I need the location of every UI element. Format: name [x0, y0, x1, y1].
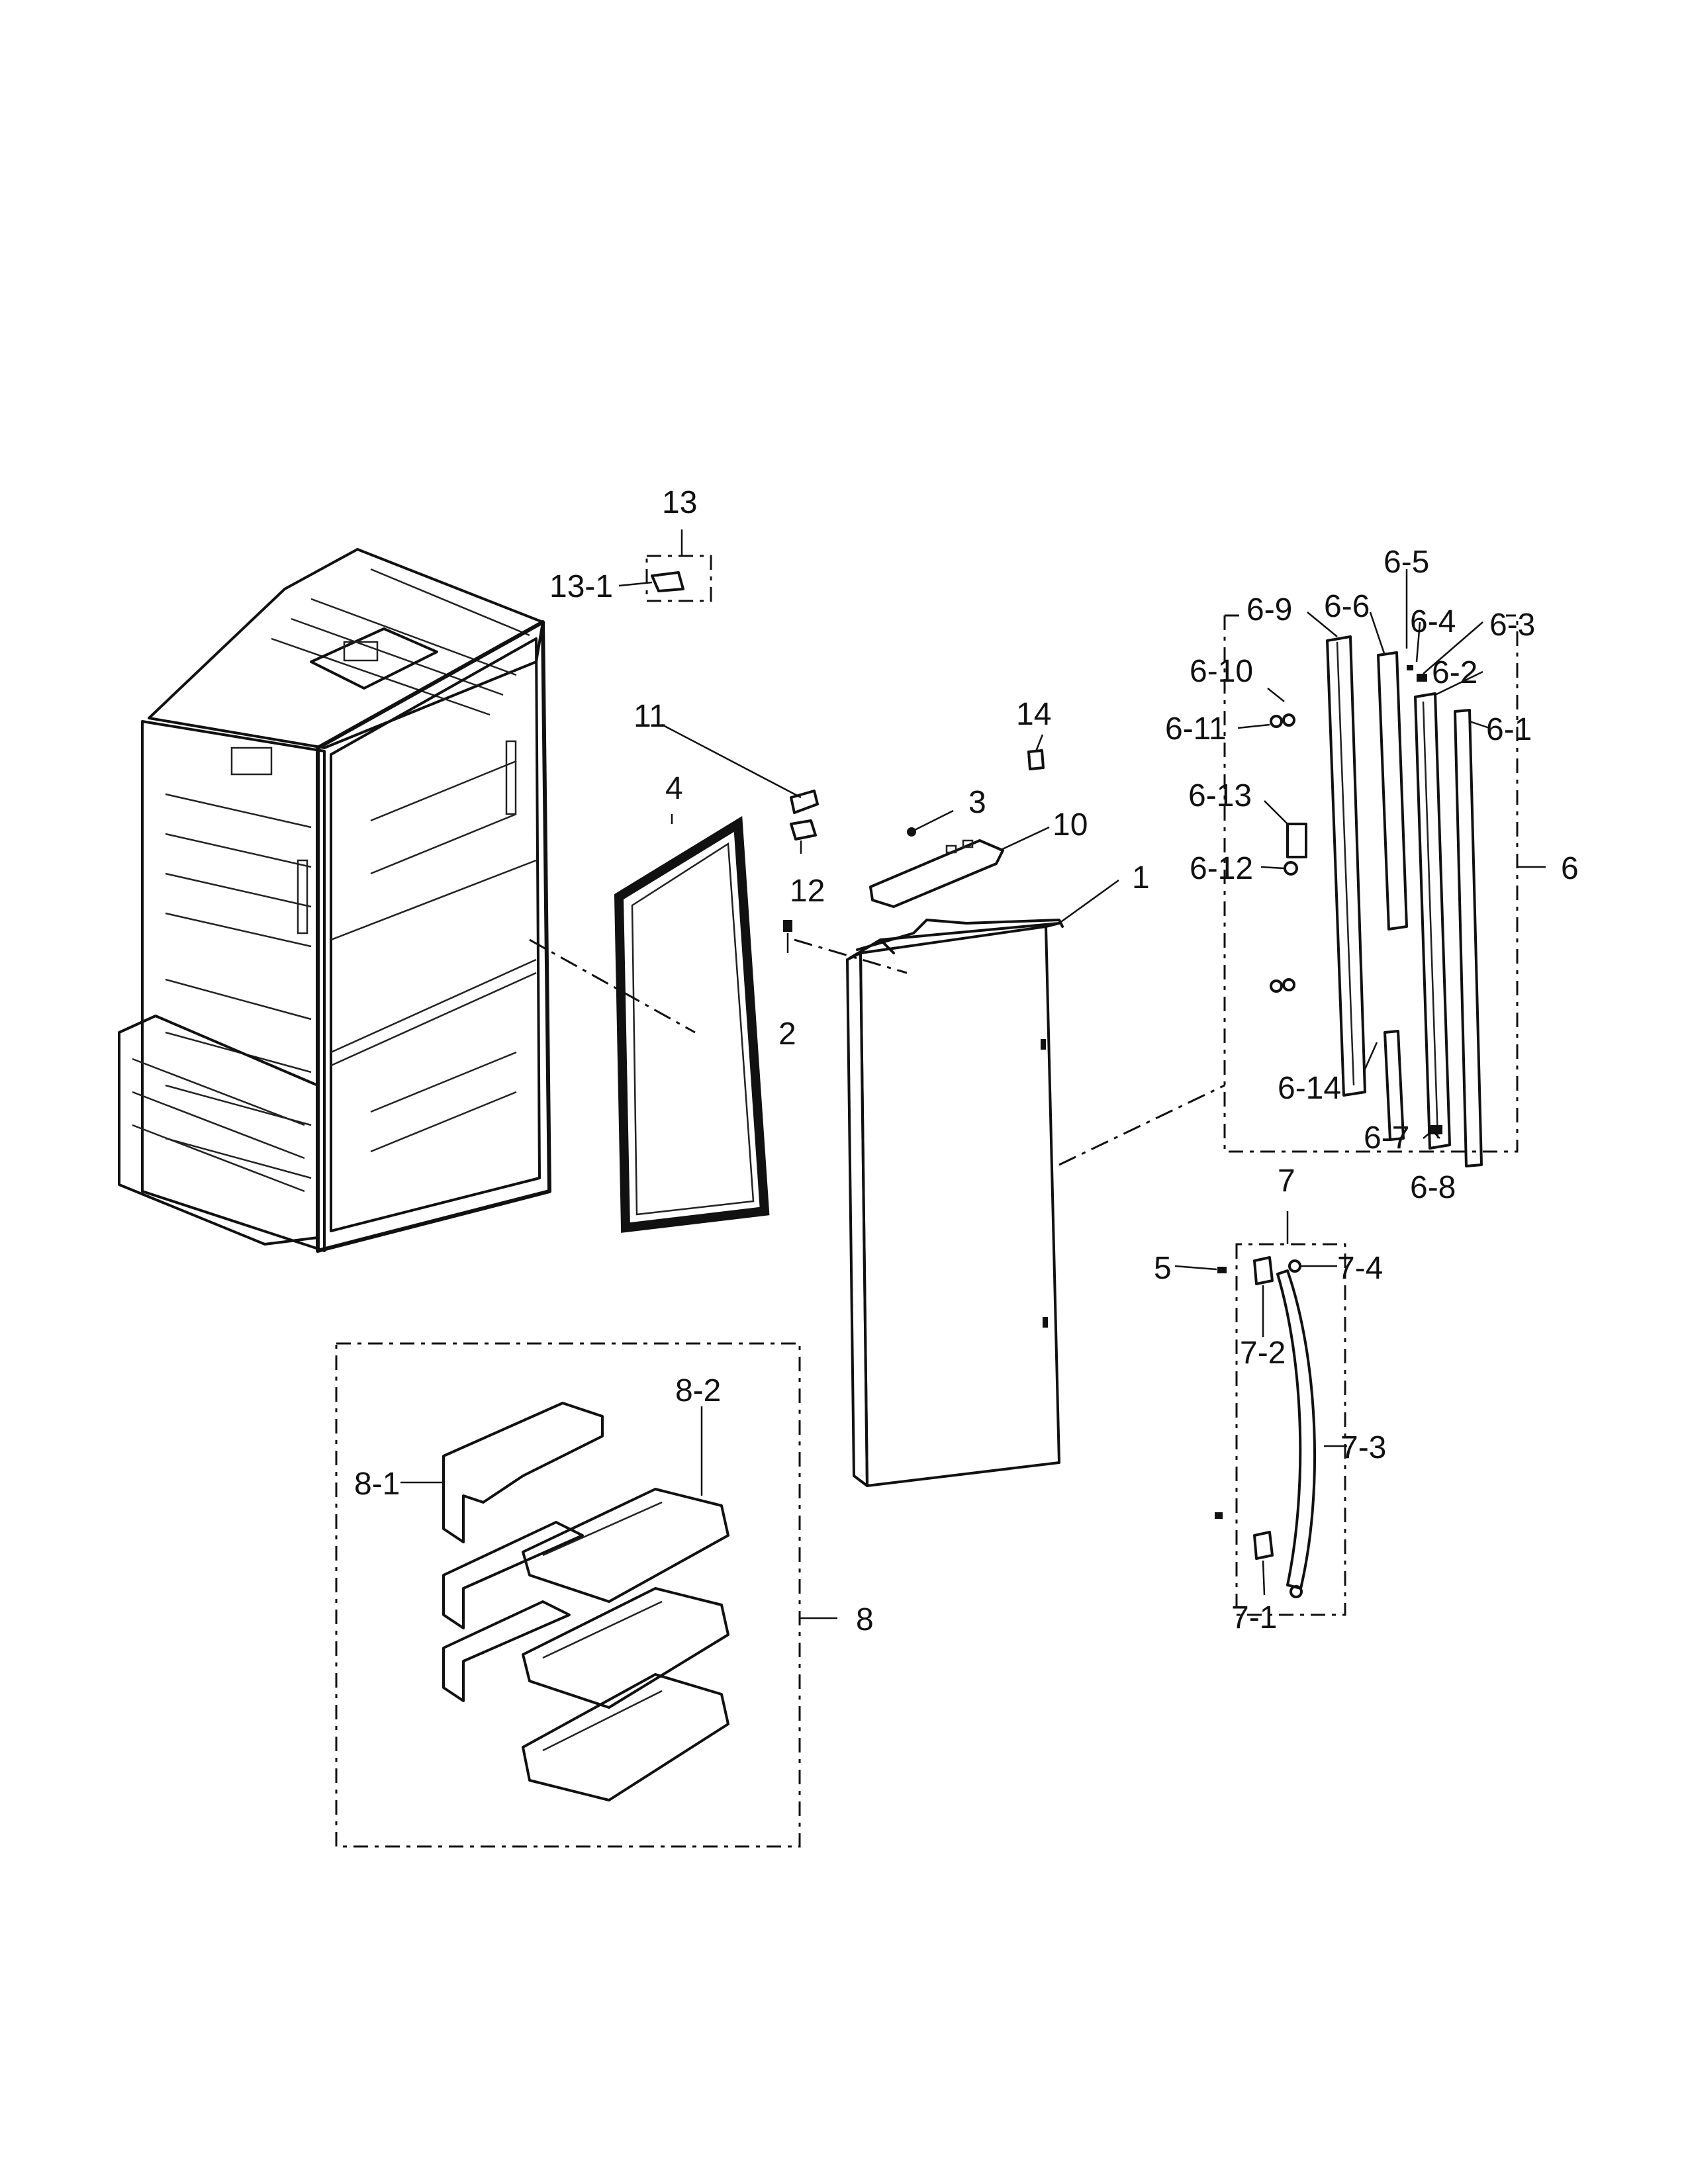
callout-6-7: 6-7	[1364, 1120, 1409, 1156]
door-bin-set	[335, 1342, 801, 1848]
explosion-lines	[529, 574, 1225, 1166]
group-box-13	[645, 555, 712, 602]
callout-7-2: 7-2	[1240, 1336, 1286, 1371]
callout-6-5: 6-5	[1383, 545, 1429, 580]
callout-6-2: 6-2	[1432, 655, 1477, 690]
callout-7-3: 7-3	[1340, 1430, 1386, 1465]
callout-11: 11	[633, 699, 667, 734]
callout-6-12-label: 6-12	[1190, 851, 1253, 886]
refrigerator-cabinet	[118, 548, 551, 1253]
callout-12: 12	[790, 874, 825, 909]
callout-2: 2	[778, 1017, 796, 1052]
callout-13: 13	[662, 485, 697, 520]
callout-labels: 1 2 3 4 5 6 6-1 6-2 6-3 6-4 6-5 6-6 6-7 …	[354, 485, 1579, 1637]
callout-8-2: 8-2	[675, 1373, 721, 1408]
hinge-cover	[869, 839, 1004, 908]
part-2-shape	[783, 920, 792, 932]
callout-6-3: 6-3	[1489, 608, 1535, 643]
callout-3: 3	[968, 785, 986, 820]
callout-6-6: 6-6	[1324, 589, 1370, 624]
part-3-shape	[907, 827, 916, 837]
part-14-shape	[1027, 749, 1045, 770]
refrigerator-door	[846, 919, 1064, 1487]
callout-6-13: 6-13	[1188, 778, 1252, 813]
callout-7-1: 7-1	[1231, 1600, 1277, 1635]
callout-5: 5	[1154, 1251, 1172, 1286]
callout-7-4: 7-4	[1337, 1251, 1383, 1286]
door-trim-assembly	[1223, 614, 1519, 1167]
door-handle-assembly	[1215, 1243, 1346, 1616]
part-13-1-shape	[651, 571, 684, 592]
part-11-shape	[790, 790, 819, 814]
callout-6-9: 6-9	[1246, 592, 1292, 627]
part-12-shape	[790, 819, 817, 841]
callout-6-4: 6-4	[1410, 604, 1456, 639]
leader-lines	[400, 529, 1546, 1619]
callout-7: 7	[1278, 1163, 1295, 1199]
callout-8-1: 8-1	[354, 1467, 400, 1502]
callout-13-1: 13-1	[549, 569, 613, 604]
callout-10: 10	[1053, 807, 1088, 842]
callout-6-11: 6-11	[1165, 711, 1227, 747]
callout-6-1: 6-1	[1486, 712, 1532, 747]
small-hardware-parts	[651, 571, 1045, 932]
callout-14: 14	[1016, 697, 1051, 732]
callout-4: 4	[665, 771, 683, 806]
callout-8: 8	[856, 1602, 874, 1637]
callout-6-10: 6-10	[1190, 654, 1253, 689]
door-gasket	[614, 816, 770, 1233]
callout-6-8: 6-8	[1410, 1170, 1456, 1205]
callout-6: 6	[1561, 851, 1579, 886]
callout-6-14: 6-14	[1278, 1071, 1341, 1106]
callout-1: 1	[1132, 860, 1150, 895]
